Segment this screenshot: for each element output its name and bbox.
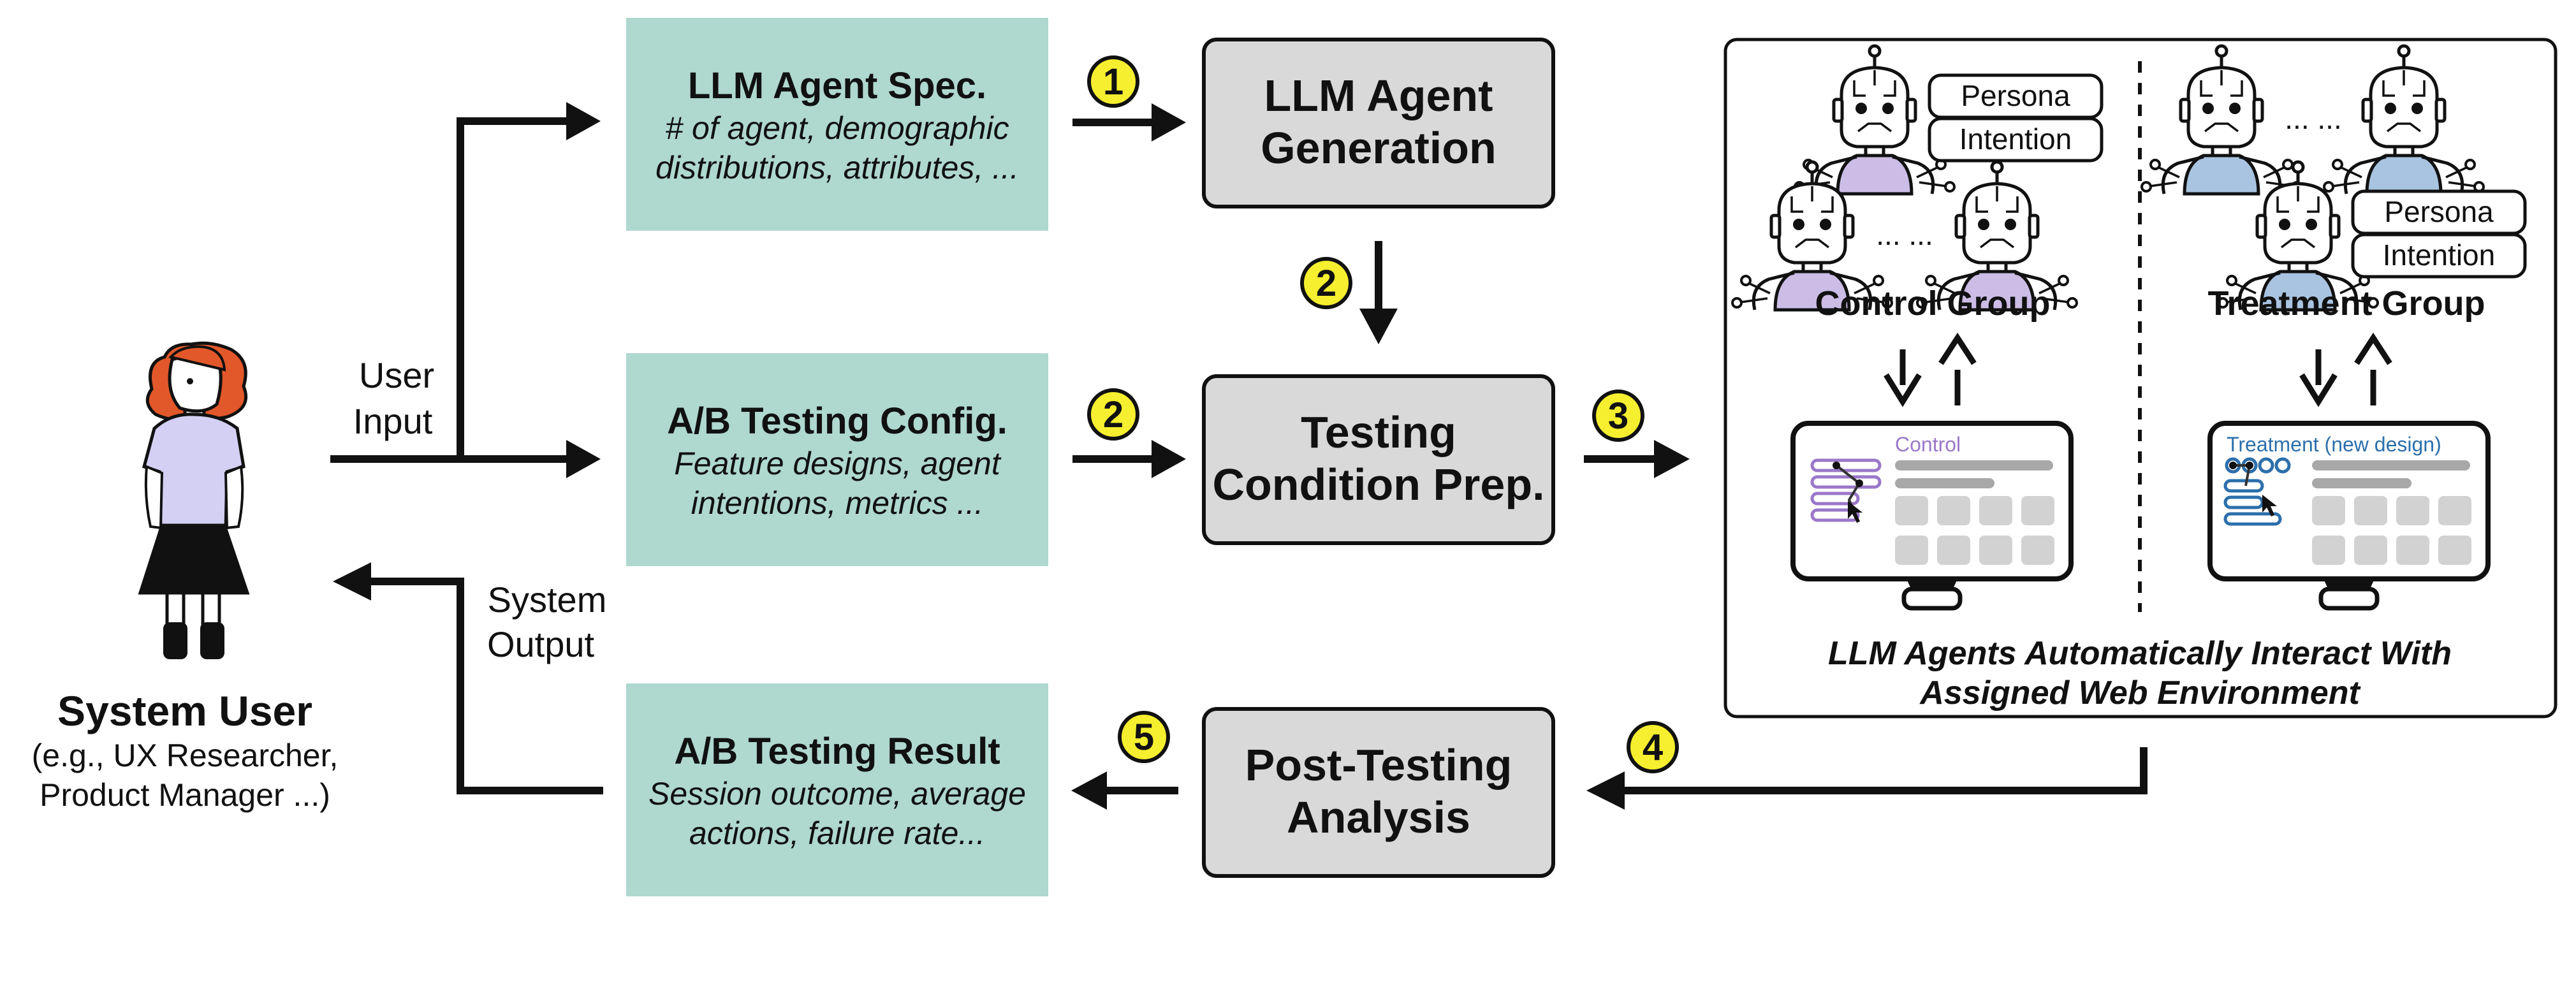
control-intention-tag [1928, 117, 2104, 163]
llm-agent-spec-box [626, 18, 1048, 231]
system-output-connector [333, 562, 603, 794]
svg-text:1: 1 [1103, 61, 1123, 103]
environment-caption-line-2: Assigned Web Environment [1919, 675, 2361, 711]
control-screen-title: Control [1895, 433, 1961, 456]
step-badge-3: 3 [1592, 390, 1644, 442]
ab-testing-config-box [626, 353, 1048, 566]
treatment-screen-title: Treatment (new design) [2227, 433, 2441, 456]
post-testing-analysis-line-1: Post-Testing [1245, 740, 1512, 790]
llm-agent-spec-line-1: # of agent, demographic [665, 110, 1009, 146]
system-user-example-2: Product Manager ...) [40, 777, 330, 813]
svg-text:3: 3 [1608, 395, 1628, 437]
ab-testing-result-box [626, 683, 1048, 896]
step-badge-2-config: 2 [1087, 388, 1139, 441]
control-intention-label: Intention [1959, 122, 2072, 156]
step-badge-4: 4 [1627, 721, 1679, 773]
treatment-monitor-icon: Treatment (new design) [2207, 421, 2491, 611]
llm-agent-generation-box [1202, 38, 1555, 208]
arrow-config-to-prep [1072, 440, 1186, 478]
svg-text:2: 2 [1103, 394, 1123, 435]
control-agents-ellipsis: ... ... [1876, 218, 1933, 251]
arrow-environment-to-analysis [1586, 747, 2148, 810]
arrow-generation-to-prep [1359, 241, 1398, 344]
post-testing-analysis-line-2: Analysis [1287, 792, 1470, 842]
control-group-label: Control Group [1815, 284, 2051, 323]
llm-agent-spec-line-2: distributions, attributes, ... [655, 150, 1019, 186]
control-monitor-icon: Control [1790, 421, 2074, 611]
arrow-analysis-to-result [1071, 771, 1178, 810]
arrow-spec-to-generation [1072, 103, 1186, 142]
system-output-label-2: Output [487, 624, 595, 664]
treatment-intention-label: Intention [2383, 238, 2495, 272]
ab-testing-config-title: A/B Testing Config. [667, 400, 1007, 442]
treatment-group-label: Treatment Group [2207, 284, 2485, 323]
user-input-connector [330, 102, 601, 478]
llm-agent-spec-title: LLM Agent Spec. [688, 65, 986, 106]
user-input-label-2: Input [353, 401, 433, 441]
system-output-label-1: System [488, 580, 607, 620]
ab-testing-result-line-1: Session outcome, average [648, 776, 1026, 812]
arrow-prep-to-environment [1584, 440, 1690, 478]
environment-caption-line-1: LLM Agents Automatically Interact With [1828, 635, 2452, 672]
svg-text:2: 2 [1316, 263, 1336, 304]
treatment-intention-tag [2351, 233, 2527, 279]
control-persona-label: Persona [1961, 79, 2070, 112]
system-user-figure [138, 341, 250, 659]
testing-condition-prep-line-1: Testing [1301, 407, 1456, 457]
ab-testing-result-title: A/B Testing Result [674, 731, 1000, 772]
treatment-persona-label: Persona [2384, 195, 2494, 228]
system-user-example-1: (e.g., UX Researcher, [32, 738, 339, 773]
treatment-interaction-arrows-icon [2299, 332, 2392, 407]
control-interaction-arrows-icon [1884, 332, 1977, 407]
testing-condition-prep-line-2: Condition Prep. [1212, 460, 1544, 509]
step-badge-2-generation: 2 [1300, 257, 1352, 309]
svg-text:5: 5 [1134, 717, 1154, 758]
post-testing-analysis-box [1202, 707, 1555, 878]
treatment-agents-ellipsis: ... ... [2285, 102, 2341, 135]
ab-testing-config-line-1: Feature designs, agent [674, 446, 1002, 481]
step-badge-5: 5 [1118, 711, 1170, 763]
user-input-label-1: User [359, 355, 434, 395]
testing-condition-prep-box [1202, 374, 1555, 545]
llm-agent-generation-line-2: Generation [1261, 123, 1497, 173]
llm-agent-generation-line-1: LLM Agent [1264, 71, 1493, 120]
ab-testing-result-line-2: actions, failure rate... [689, 815, 985, 851]
ab-testing-config-line-2: intentions, metrics ... [691, 485, 984, 521]
step-badge-1: 1 [1087, 55, 1139, 108]
system-user-title: System User [57, 687, 312, 734]
svg-text:4: 4 [1643, 727, 1663, 768]
